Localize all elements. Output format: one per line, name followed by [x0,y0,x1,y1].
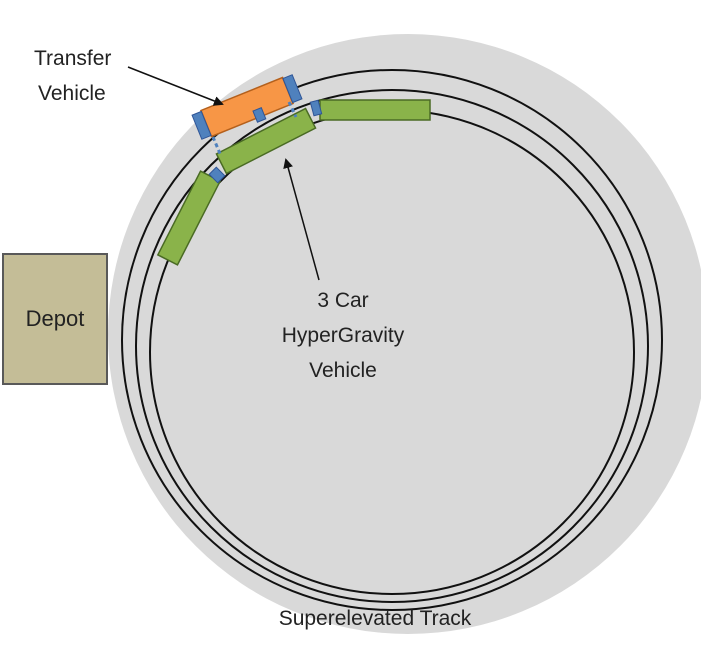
hypergravity-car-front [319,99,431,121]
transfer-links [211,101,298,157]
transfer-vehicle-label-line2: Vehicle [38,82,106,105]
depot-label: Depot [26,306,85,331]
middle-rail [135,89,649,603]
transfer-center-latch [252,107,267,123]
coupler-rear [208,166,226,184]
hypergravity-vehicle [156,99,431,266]
depot-box [2,253,108,385]
coupler-front [309,99,323,117]
depot: Depot [2,253,108,385]
transfer-vehicle-label-line1: Transfer [34,47,111,70]
outer-rail [121,69,663,611]
hypergravity-arrow [283,158,320,281]
hypergravity-car-rear [156,170,222,266]
transfer-end-right [282,74,303,104]
transfer-vehicle [191,74,303,140]
transfer-link-left [211,136,223,157]
hypergravity-label-line1: 3 Car [317,289,368,312]
superelevated-platform [108,34,701,634]
hypergravity-car-middle [215,107,317,175]
track-label: Superelevated Track [279,607,472,630]
transfer-end-left [191,110,212,140]
hypergravity-label-line3: Vehicle [309,359,377,382]
hypergravity-label-line2: HyperGravity [282,324,405,347]
transfer-link-right [287,101,298,118]
hypergravity-couplers [208,99,323,184]
transfer-vehicle-arrow [127,66,224,106]
